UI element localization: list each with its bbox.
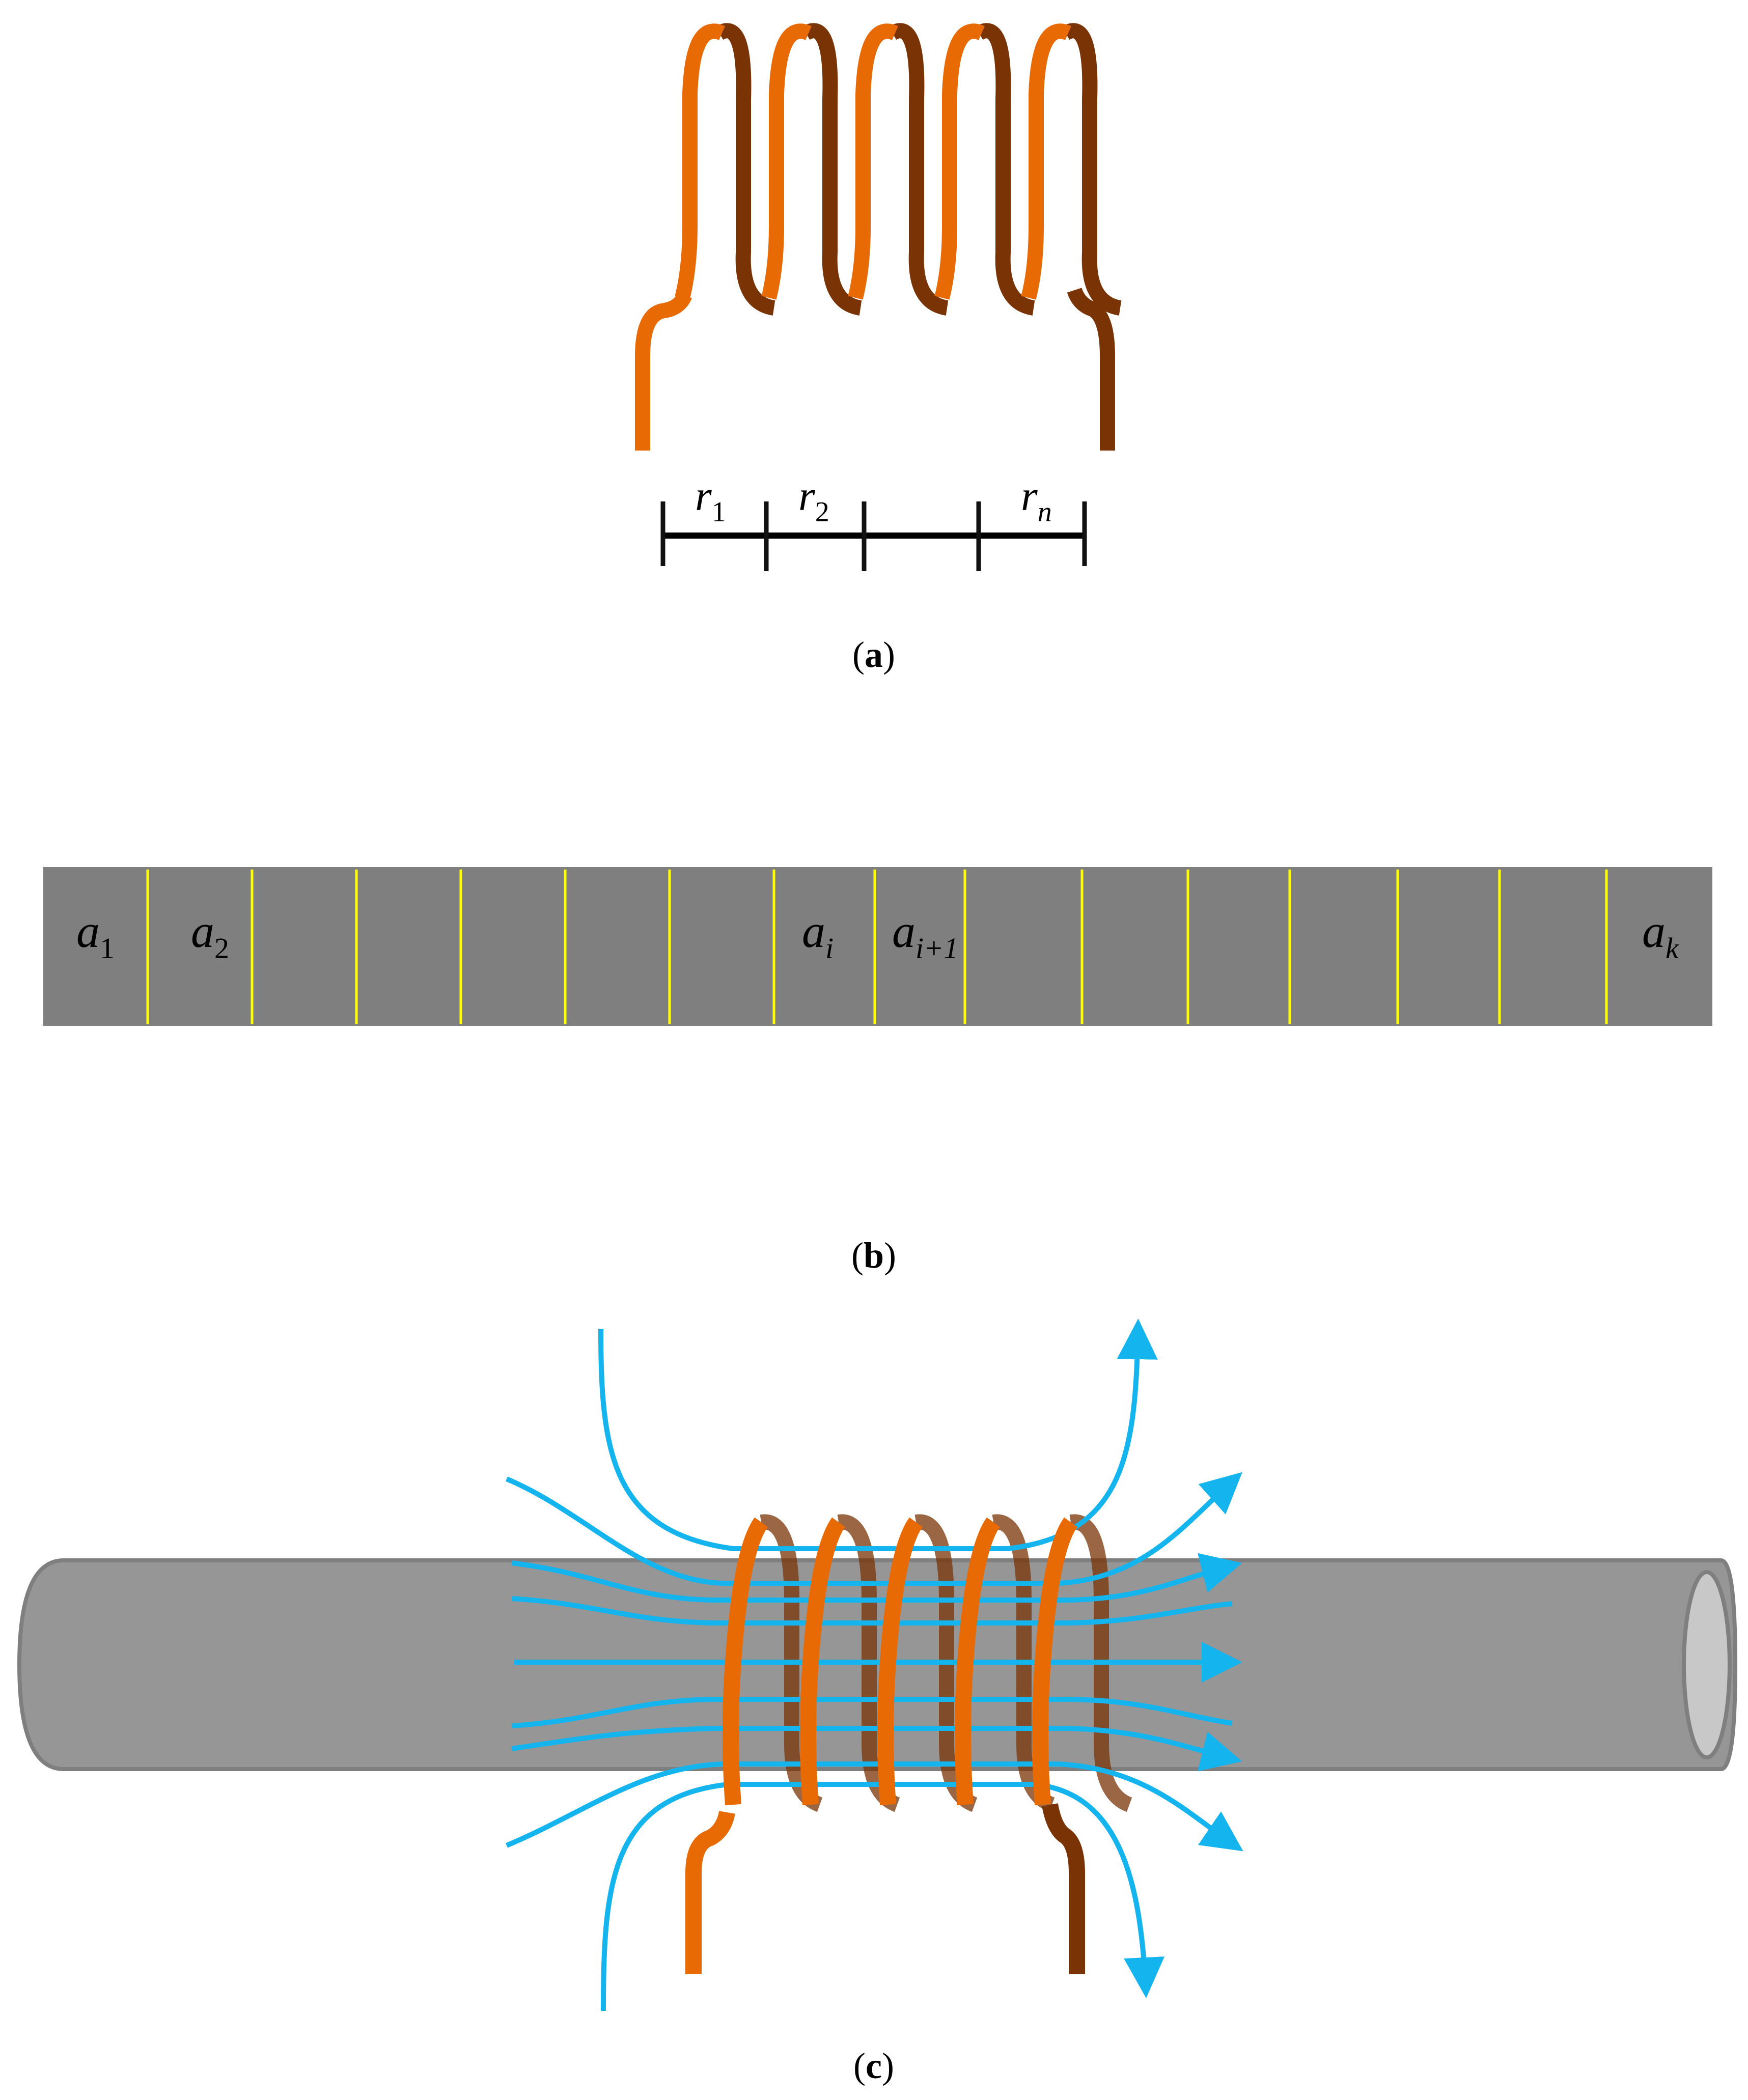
element-label-ai1: ai+1	[892, 905, 958, 965]
coil-c-front-turns	[723, 1517, 1078, 1806]
coil-c-lead-left	[685, 1810, 735, 1974]
field-line	[506, 1472, 1242, 1586]
coil-a-lead-right	[1067, 287, 1115, 451]
segment-label-r1: r1	[695, 472, 726, 528]
coil-c-lead-right	[1042, 1803, 1085, 1974]
coil-c-turn-front	[1032, 1517, 1078, 1806]
coil-a-turn-back	[715, 23, 776, 316]
coil-a-turn-back	[802, 23, 863, 316]
field-line	[511, 1697, 1233, 1728]
coil-a-lead-left	[635, 292, 692, 451]
segment-label-r2: r2	[798, 472, 829, 528]
coil-a	[635, 23, 1122, 451]
panel-b: a1 a2 ai ai+1 ak (b)	[43, 867, 1712, 1276]
element-label-a1: a1	[76, 905, 115, 965]
panel-a: r1 r2 rn (a)	[635, 23, 1122, 675]
coil-c-turn-front	[723, 1517, 768, 1806]
coil-a-turn-front	[761, 23, 812, 300]
caption-a: (a)	[852, 634, 895, 675]
discretized-rod	[43, 867, 1712, 1026]
coil-a-turn-front	[1021, 23, 1071, 300]
field-line	[598, 1319, 1158, 1551]
coil-a-turn-back	[975, 23, 1036, 316]
field-line	[511, 1596, 1233, 1626]
coil-c-turn-front	[877, 1517, 923, 1806]
coil-a-turn-back	[889, 23, 949, 316]
coil-a-turn-front	[675, 23, 725, 300]
segment-scale: r1 r2 rn	[660, 472, 1087, 571]
coil-a-turn-front	[934, 23, 985, 300]
coil-a-turn-front	[848, 23, 898, 300]
element-label-a2: a2	[191, 905, 229, 965]
field-line	[601, 1782, 1165, 2011]
rod-end-face	[1682, 1570, 1732, 1759]
coil-c-turn-front	[800, 1517, 846, 1806]
coil-a-turn-back	[1062, 23, 1122, 316]
coil-c-turn-back	[1069, 1514, 1132, 1812]
segment-label-rn: rn	[1021, 472, 1052, 528]
coil-a-turns	[675, 23, 1122, 316]
coil-c	[685, 1517, 1085, 1974]
field-line	[511, 1553, 1242, 1603]
element-label-ai: ai	[802, 905, 834, 965]
coil-c-turn-front	[955, 1517, 1001, 1806]
caption-b: (b)	[851, 1235, 896, 1276]
field-line	[511, 1726, 1242, 1772]
element-label-ak: ak	[1642, 905, 1679, 965]
element-dividers	[146, 870, 1608, 1024]
caption-c: (c)	[853, 2046, 894, 2086]
panel-c: (c)	[17, 1319, 1738, 2086]
